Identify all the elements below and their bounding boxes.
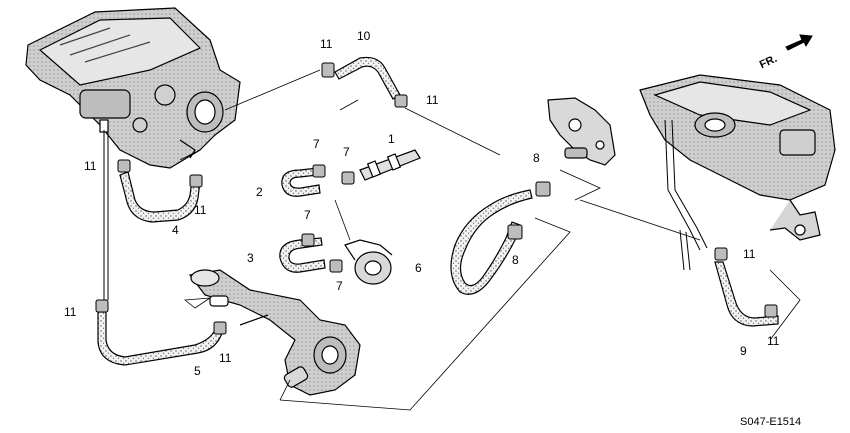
callout-11-right-a: 11 — [743, 247, 756, 261]
callout-6: 6 — [415, 261, 422, 275]
callout-11-top-right: 11 — [426, 93, 439, 107]
hose-9 — [714, 261, 779, 327]
callout-11-mid: 11 — [219, 351, 232, 365]
clamp-7-b — [341, 171, 355, 185]
leader-lines — [179, 69, 801, 411]
callout-3: 3 — [247, 251, 254, 265]
callout-labels: 1 2 3 4 5 6 7 7 7 7 8 8 9 10 11 11 11 11… — [64, 29, 780, 378]
water-outlet-illustration — [188, 269, 361, 396]
callout-5: 5 — [194, 364, 201, 378]
clamp-11-left-a — [117, 159, 131, 173]
hose-6 — [450, 189, 533, 295]
callout-11-top: 11 — [320, 37, 333, 51]
intake-manifold-illustration — [25, 7, 241, 169]
hose-4 — [119, 171, 201, 223]
front-direction-indicator: FR. — [758, 34, 813, 71]
cylinder-head-illustration — [639, 74, 836, 241]
clamp-11-top-right — [394, 94, 408, 108]
callout-10: 10 — [357, 29, 371, 43]
callout-11-left-b: 11 — [194, 203, 207, 217]
callout-1: 1 — [388, 132, 395, 146]
callout-7-d: 7 — [336, 279, 343, 293]
callout-4: 4 — [172, 223, 179, 237]
clamp-11-mid — [213, 321, 227, 335]
callout-7-a: 7 — [313, 137, 320, 151]
hose-3 — [279, 237, 326, 273]
hose-5 — [97, 311, 223, 366]
callout-11-left-c: 11 — [64, 305, 77, 319]
hose-10 — [334, 56, 401, 100]
pipe-lines — [103, 119, 708, 300]
front-direction-label: FR. — [758, 53, 779, 71]
clamp-7-d — [329, 259, 343, 273]
callout-9: 9 — [740, 344, 747, 358]
clamp-11-right-a — [714, 247, 728, 261]
callout-8-a: 8 — [533, 151, 540, 165]
callout-2: 2 — [256, 185, 263, 199]
hose-2 — [281, 167, 321, 197]
clamp-7-c — [301, 233, 315, 247]
front-arrow-icon — [785, 34, 813, 51]
clamp-11-left-b — [189, 174, 203, 188]
diagram-code: S047-E1514 — [740, 416, 801, 428]
clamp-11-top — [321, 62, 335, 78]
callout-7-b: 7 — [343, 145, 350, 159]
clamp-8-a — [535, 181, 551, 197]
callout-11-left-a: 11 — [84, 159, 97, 173]
oil-cooler-illustration — [344, 239, 393, 285]
clamp-8-b — [507, 224, 523, 240]
clamp-11-right-b — [764, 304, 778, 318]
callout-11-right-b: 11 — [767, 334, 780, 348]
callout-8-b: 8 — [512, 253, 519, 267]
part-1-water-pipe — [359, 149, 421, 181]
callout-7-c: 7 — [304, 208, 311, 222]
clamp-7-a — [312, 164, 326, 178]
bracket-illustration — [547, 97, 616, 166]
clamp-11-left-c — [95, 299, 109, 313]
hose-clamps — [95, 62, 778, 335]
